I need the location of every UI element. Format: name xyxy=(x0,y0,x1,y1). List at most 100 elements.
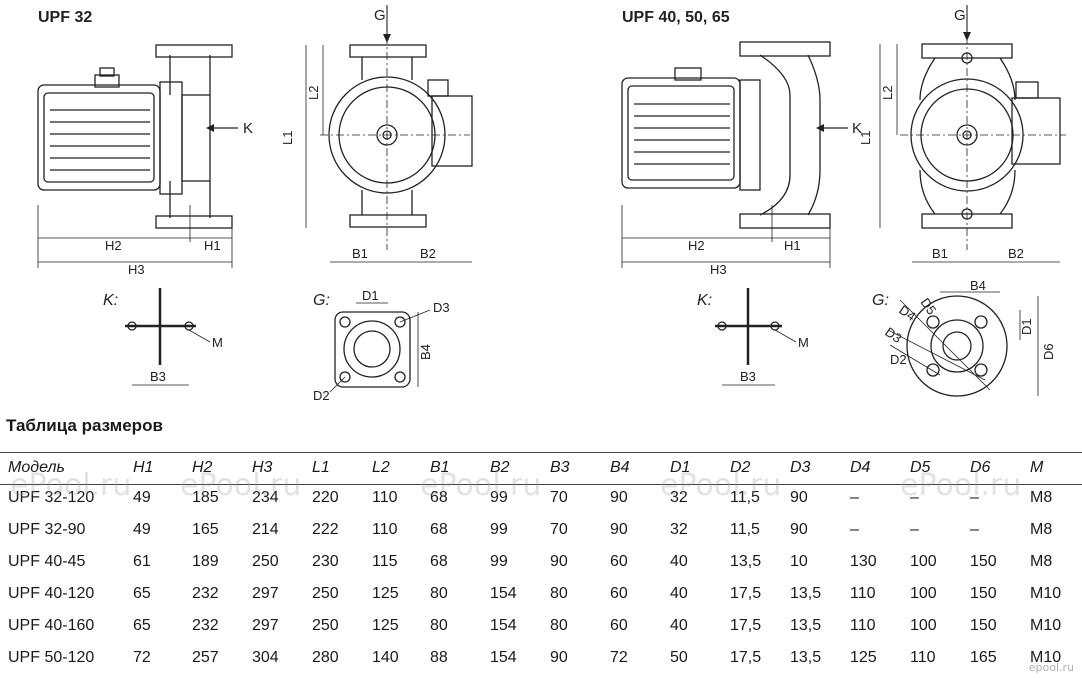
table-cell: 100 xyxy=(910,553,937,570)
table-cell: 70 xyxy=(550,489,568,506)
table-cell: 257 xyxy=(192,649,219,666)
table-row-model: UPF 32-90 xyxy=(8,521,86,538)
label-d6-right: D6 xyxy=(1041,343,1056,360)
table-cell: 125 xyxy=(850,649,877,666)
label-m-right: M xyxy=(798,335,809,350)
label-b2-right: B2 xyxy=(1008,246,1024,261)
column-header: Модель xyxy=(8,459,65,476)
label-d2-right: D2 xyxy=(890,352,907,367)
table-cell: – xyxy=(910,521,919,538)
table-cell: 222 xyxy=(312,521,339,538)
table-heading: Таблица размеров xyxy=(6,416,163,435)
label-d5-right: D5 xyxy=(918,295,940,317)
table-cell: 10 xyxy=(790,553,808,570)
table-cell: – xyxy=(850,521,859,538)
table-row-model: UPF 50-120 xyxy=(8,649,95,666)
label-d1-left: D1 xyxy=(362,288,379,303)
table-cell: – xyxy=(910,489,919,506)
label-h3-right: H3 xyxy=(710,262,727,277)
table-cell: 40 xyxy=(670,553,688,570)
table-cell: 110 xyxy=(850,617,876,634)
watermark-text: ePool.ru xyxy=(900,468,1022,503)
table-cell: 90 xyxy=(610,489,628,506)
label-d2-left: D2 xyxy=(313,388,330,403)
column-header: B2 xyxy=(490,459,510,476)
label-h2-left: H2 xyxy=(105,238,122,253)
right-title: UPF 40, 50, 65 xyxy=(622,9,730,26)
table-cell: 68 xyxy=(430,521,448,538)
table-cell: 40 xyxy=(670,585,688,602)
table-cell: 165 xyxy=(192,521,219,538)
label-d1-right: D1 xyxy=(1019,318,1034,335)
table-cell: 72 xyxy=(133,649,151,666)
table-cell: 110 xyxy=(850,585,876,602)
table-cell: 80 xyxy=(430,585,448,602)
table-cell: 125 xyxy=(372,617,399,634)
table-cell: 110 xyxy=(910,649,936,666)
table-cell: M8 xyxy=(1030,553,1053,570)
table-cell: M8 xyxy=(1030,489,1053,506)
left-title: UPF 32 xyxy=(38,9,92,26)
upf40-side-view xyxy=(621,41,848,268)
upf40-g-detail xyxy=(887,291,1039,397)
column-header: H3 xyxy=(252,459,273,476)
table-cell: 250 xyxy=(252,553,279,570)
table-cell: 49 xyxy=(133,489,151,506)
table-row-model: UPF 32-120 xyxy=(8,489,95,506)
g-view-left-label: G: xyxy=(313,292,330,309)
label-g-right: G xyxy=(954,7,966,24)
label-b1-right: B1 xyxy=(932,246,948,261)
table-cell: 125 xyxy=(372,585,399,602)
table-cell: 68 xyxy=(430,489,448,506)
label-k-left: K xyxy=(243,120,253,137)
table-cell: 115 xyxy=(372,553,398,570)
table-cell: 154 xyxy=(490,585,517,602)
table-cell: 80 xyxy=(550,617,568,634)
watermark-text: ePool.ru xyxy=(10,468,132,503)
table-cell: M10 xyxy=(1030,617,1062,634)
table-cell: 61 xyxy=(133,553,151,570)
table-cell: 17,5 xyxy=(730,585,762,602)
column-header: D4 xyxy=(850,459,871,476)
table-cell: 150 xyxy=(970,553,997,570)
table-cell: 65 xyxy=(133,617,151,634)
table-cell: 154 xyxy=(490,617,517,634)
table-cell: 13,5 xyxy=(790,649,822,666)
label-l1-left: L1 xyxy=(280,131,295,145)
table-cell: M10 xyxy=(1030,585,1062,602)
table-cell: 189 xyxy=(192,553,219,570)
watermark-text: ePool.ru xyxy=(420,468,542,503)
table-cell: 234 xyxy=(252,489,279,506)
technical-drawing: UPF 32 UPF 40, 50, 65 G G K K H2 H1 H3 H… xyxy=(37,5,1066,403)
table-cell: 304 xyxy=(252,649,279,666)
table-cell: 60 xyxy=(610,553,628,570)
table-cell: 230 xyxy=(312,553,339,570)
table-cell: 50 xyxy=(670,649,688,666)
table-cell: 11,5 xyxy=(730,521,760,538)
table-cell: 297 xyxy=(252,585,279,602)
watermark-text: ePool.ru xyxy=(180,468,302,503)
table-cell: 154 xyxy=(490,649,517,666)
table-cell: 297 xyxy=(252,617,279,634)
table-cell: 60 xyxy=(610,585,628,602)
table-cell: 88 xyxy=(430,649,448,666)
table-cell: 65 xyxy=(133,585,151,602)
column-header: D2 xyxy=(730,459,751,476)
table-cell: 100 xyxy=(910,585,937,602)
table-cell: 32 xyxy=(670,489,688,506)
table-cell: 250 xyxy=(312,585,339,602)
label-d3-right: D3 xyxy=(882,324,904,346)
table-cell: 214 xyxy=(252,521,279,538)
label-l2-right: L2 xyxy=(880,86,895,100)
table-cell: 185 xyxy=(192,489,219,506)
table-cell: M10 xyxy=(1030,649,1062,666)
column-header: D3 xyxy=(790,459,811,476)
k-view-left-label: K: xyxy=(103,292,118,309)
table-cell: 90 xyxy=(790,521,808,538)
label-h1-left: H1 xyxy=(204,238,221,253)
table-cell: 110 xyxy=(372,521,398,538)
table-cell: 99 xyxy=(490,489,508,506)
column-header: L1 xyxy=(312,459,330,476)
label-k-right: K xyxy=(852,120,862,137)
table-cell: 80 xyxy=(430,617,448,634)
